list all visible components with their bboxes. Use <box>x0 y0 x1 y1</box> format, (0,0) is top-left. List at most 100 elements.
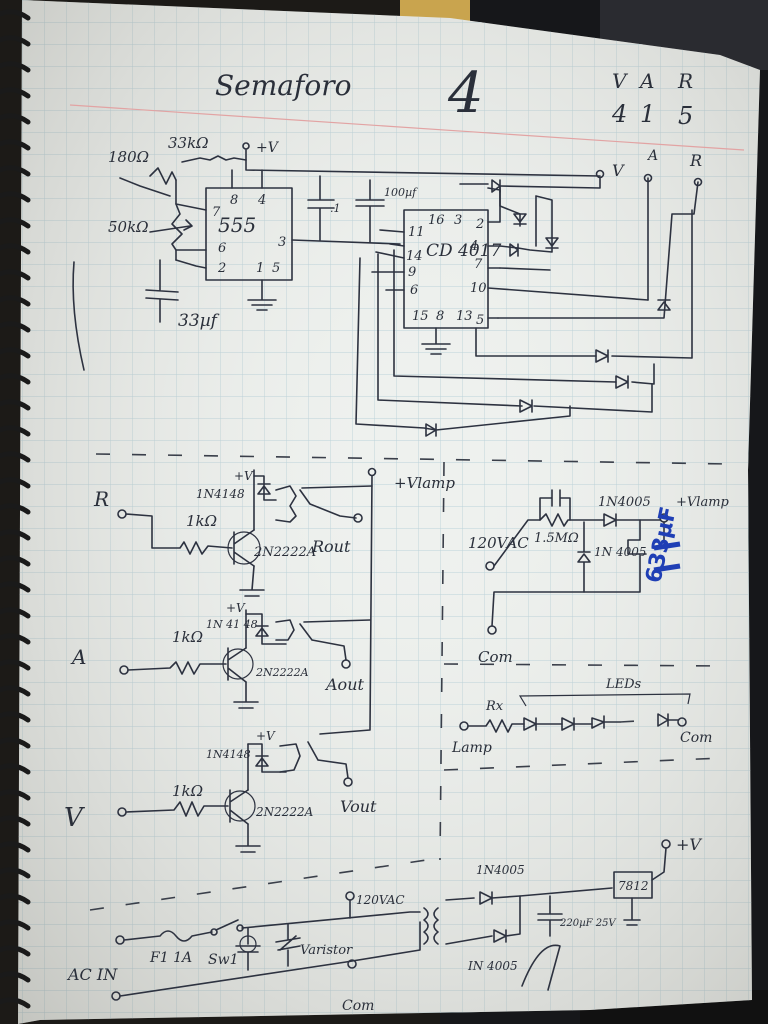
scribble-mark <box>521 944 561 991</box>
spiral-coil <box>0 841 31 853</box>
timer-pin-1: 1 <box>256 261 264 276</box>
counter-pin-7: 7 <box>474 257 483 272</box>
spiral-binding <box>0 9 31 1009</box>
spiral-coil <box>0 477 31 489</box>
counter-pin-14: 14 <box>406 249 423 264</box>
spiral-coil <box>0 503 31 515</box>
counter-pin-3: 3 <box>454 213 462 228</box>
lamp-source-label: 120VAC <box>468 534 529 552</box>
spiral-coil <box>0 295 31 307</box>
timer-pin-8: 8 <box>230 193 238 208</box>
timer-supply-label: +V <box>256 140 280 156</box>
counter-4017-section: CD 4017 16 3 2 11 4 14 7 9 10 6 15 8 13 … <box>355 148 703 437</box>
spiral-coil <box>0 971 31 983</box>
timer-pin-6: 6 <box>218 241 226 256</box>
spiral-coil <box>0 35 31 47</box>
lamp-resistor-label: 1.5MΩ <box>534 531 579 546</box>
driver-a-input: A <box>70 645 86 669</box>
divider-4 <box>89 857 441 911</box>
counter-pin-5: 5 <box>476 313 484 328</box>
spiral-coil <box>0 87 31 99</box>
counter-pin-4: 4 <box>469 239 478 254</box>
counter-pin-9: 9 <box>408 265 416 280</box>
driver-a-resistor: 1kΩ <box>172 628 203 646</box>
spiral-coil <box>0 893 31 905</box>
timer-chip-label: 555 <box>218 213 256 237</box>
counter-pin-8: 8 <box>436 309 444 324</box>
spiral-coil <box>0 399 31 411</box>
pen-stroke-mark <box>72 261 85 371</box>
spiral-coil <box>0 373 31 385</box>
rectifier-diode-top-label: 1N4005 <box>476 863 525 877</box>
counter-pin-13: 13 <box>456 309 473 324</box>
driver-a-transistor: 2N2222A <box>255 666 309 679</box>
counter-pin-11: 11 <box>408 225 425 240</box>
legend-value-a: 1 <box>640 100 655 128</box>
spiral-coil <box>0 737 31 749</box>
spiral-coil <box>0 269 31 281</box>
relay-supply-label: +Vlamp <box>394 474 455 492</box>
spiral-coil <box>0 815 31 827</box>
timer-cap-label: 33µf <box>178 311 220 331</box>
spiral-coil <box>0 867 31 879</box>
varistor-label: Varistor <box>300 943 353 958</box>
driver-v-transistor: 2N2222A <box>255 805 314 819</box>
regulator-output-label: +V <box>676 835 702 854</box>
driver-r-supply: +V <box>234 469 254 483</box>
driver-v-input: V <box>64 803 85 833</box>
spiral-coil <box>0 529 31 541</box>
legend-table: V A R 4 1 5 <box>611 69 693 130</box>
driver-v-output: Vout <box>340 797 377 816</box>
lamp-output-label: +Vlamp <box>676 495 730 510</box>
driver-a-output: Aout <box>324 675 364 694</box>
timer-pin-4: 4 <box>257 193 266 208</box>
legend-header-v: V <box>612 69 629 93</box>
driver-a-diode: 1N 41 48 <box>206 618 258 631</box>
power-input-section: AC IN F1 1A Sw1 120VAC Varistor Com 1N40… <box>66 835 702 1014</box>
spiral-coil <box>0 711 31 723</box>
timer-pin-2: 2 <box>217 261 226 276</box>
power-bus-label: 120VAC <box>356 893 405 907</box>
spiral-coil <box>0 997 31 1009</box>
led-input-label: Lamp <box>451 740 492 756</box>
counter-pin-16: 16 <box>428 213 445 228</box>
divider-vertical <box>439 461 445 861</box>
legend-value-v: 4 <box>611 100 627 128</box>
counter-pin-2: 2 <box>475 217 484 232</box>
lamp-diode1-label: 1N4005 <box>598 495 651 510</box>
timer-555-section: 555 8 4 7 6 2 1 5 3 180Ω 33kΩ 50kΩ 33µf … <box>108 134 601 331</box>
legend-value-r: 5 <box>678 102 693 130</box>
driver-a-supply: +V <box>226 601 246 615</box>
spiral-coil <box>0 555 31 567</box>
lamp-diode2-label: 1N 4005 <box>594 545 647 559</box>
rectifier-diode-bottom-label: IN 4005 <box>467 959 518 973</box>
spiral-coil <box>0 607 31 619</box>
counter-output-r: R <box>689 151 702 170</box>
filter-cap-label: 220µF 25V <box>559 918 617 929</box>
led-string-label: LEDs <box>605 677 642 692</box>
driver-a: A 1kΩ 2N2222A 1N 41 48 +V Aout <box>70 601 371 709</box>
spiral-coil <box>0 945 31 957</box>
timer-r2-label: 33kΩ <box>168 134 209 152</box>
spiral-coil <box>0 685 31 697</box>
spiral-coil <box>0 581 31 593</box>
counter-chip <box>403 209 489 329</box>
driver-v-resistor: 1kΩ <box>172 782 203 800</box>
timer-cap-bulk-label: 100µf <box>384 186 418 199</box>
lamp-common-label: Com <box>478 648 513 666</box>
regulator-chip <box>613 871 653 899</box>
legend-header-a: A <box>638 69 654 93</box>
timer-cap-small-label: .1 <box>330 202 341 215</box>
spiral-coil <box>0 659 31 671</box>
counter-output-a: A <box>646 148 658 164</box>
timer-r1-label: 180Ω <box>108 148 149 166</box>
spiral-coil <box>0 165 31 177</box>
regulator-label: 7812 <box>618 879 649 893</box>
driver-v-diode: 1N4148 <box>206 748 251 761</box>
spiral-coil <box>0 217 31 229</box>
page-number: 4 <box>447 61 484 126</box>
driver-v: V 1kΩ 2N2222A 1N4148 +V Vout <box>64 729 377 853</box>
spiral-coil <box>0 347 31 359</box>
driver-r-resistor: 1kΩ <box>186 512 217 530</box>
